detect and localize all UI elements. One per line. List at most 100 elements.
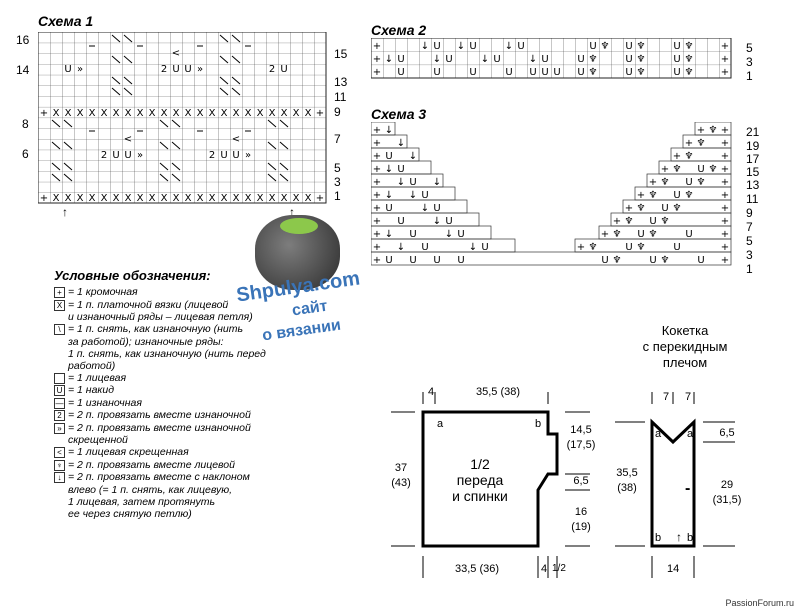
dash-icon: — <box>54 397 65 409</box>
svg-text:U: U <box>397 216 404 227</box>
svg-text:U: U <box>469 67 476 78</box>
svg-text:+: + <box>721 190 729 201</box>
s3-row-17: 17 <box>746 152 760 166</box>
svg-text:U: U <box>409 255 416 266</box>
svg-text:+: + <box>625 203 633 214</box>
svg-text:↓: ↓ <box>397 242 405 253</box>
u-icon: U <box>54 385 65 396</box>
start-arrow-left: ↑ <box>62 205 68 219</box>
yoke-dim-r2-a: 29 <box>720 479 734 491</box>
svg-text:X: X <box>113 193 120 204</box>
front-mark-a: a <box>437 418 444 430</box>
svg-text:U: U <box>481 242 488 253</box>
svg-text:U: U <box>685 229 692 240</box>
svg-text:X: X <box>281 193 288 204</box>
svg-text:X: X <box>149 193 156 204</box>
front-mark-b: b <box>535 418 542 430</box>
svg-text:<: < <box>172 48 180 59</box>
svg-text:+: + <box>721 203 729 214</box>
yoke-dim-left-b: (38) <box>617 482 637 494</box>
legend-item-edge: + = 1 кромочная <box>54 286 294 299</box>
svg-text:↓: ↓ <box>421 41 429 52</box>
svg-text:U: U <box>673 67 680 78</box>
svg-text:♆: ♆ <box>661 177 670 188</box>
front-dim-r3-a: 16 <box>574 506 588 518</box>
s1-row-8: 8 <box>22 117 29 131</box>
svg-text:U: U <box>673 242 680 253</box>
svg-text:♆: ♆ <box>637 54 646 65</box>
svg-text:+: + <box>373 164 381 175</box>
svg-text:+: + <box>721 151 729 162</box>
front-piece-label: 1/2 переда и спинки <box>452 456 508 504</box>
svg-text:♆: ♆ <box>673 164 682 175</box>
svg-text:+: + <box>721 125 729 136</box>
legend-item-p2tog: 2 = 2 п. провязать вместе изнаночной <box>54 409 294 422</box>
svg-text:+: + <box>661 164 669 175</box>
svg-text:U: U <box>661 203 668 214</box>
svg-text:U: U <box>172 64 179 75</box>
svg-text:+: + <box>637 190 645 201</box>
s2-row-5: 5 <box>746 41 753 55</box>
svg-text:X: X <box>137 108 144 119</box>
svg-text:U: U <box>124 150 131 161</box>
s1-row-7: 7 <box>334 132 341 146</box>
svg-text:»: » <box>137 150 143 161</box>
svg-text:U: U <box>220 150 227 161</box>
svg-text:X: X <box>269 193 276 204</box>
svg-text:↓: ↓ <box>385 229 393 240</box>
svg-text:+: + <box>373 41 381 52</box>
front-dim-r3-b: (19) <box>571 521 591 533</box>
svg-text:+: + <box>373 54 381 65</box>
svg-text:+: + <box>685 138 693 149</box>
svg-text:↓: ↓ <box>505 41 513 52</box>
legend-item-slip: \ = 1 п. снять, как изнаночную (нить <box>54 323 294 336</box>
svg-text:U: U <box>673 54 680 65</box>
svg-text:U: U <box>445 54 452 65</box>
svg-text:X: X <box>293 108 300 119</box>
s1-row-14: 14 <box>16 63 30 77</box>
svg-text:+: + <box>373 216 381 227</box>
svg-text:2: 2 <box>101 150 107 161</box>
svg-text:U: U <box>409 177 416 188</box>
s3-row-19: 19 <box>746 139 760 153</box>
svg-text:X: X <box>53 193 60 204</box>
svg-text:U: U <box>637 229 644 240</box>
svg-text:♆: ♆ <box>637 67 646 78</box>
scheme-3-chart: +↓ +↓ +U↓ +↓U +↓U↓ +↓↓U +U↓U +U↓U +↓U↓U … <box>371 122 732 266</box>
front-dim-r2: 6,5 <box>573 475 589 487</box>
p2tog-icon: 2 <box>54 410 65 421</box>
svg-text:X: X <box>185 193 192 204</box>
svg-text:U: U <box>385 151 392 162</box>
svg-text:↓: ↓ <box>433 216 441 227</box>
empty-square-icon <box>54 372 65 384</box>
svg-text:X: X <box>257 193 264 204</box>
svg-text:X: X <box>113 108 120 119</box>
svg-text:U: U <box>625 242 632 253</box>
svg-text:↓: ↓ <box>409 190 417 201</box>
svg-text:♆: ♆ <box>637 41 646 52</box>
svg-text:↓: ↓ <box>445 229 453 240</box>
svg-text:X: X <box>125 108 132 119</box>
svg-text:♆: ♆ <box>685 54 694 65</box>
front-back-pattern-drawing <box>391 392 590 578</box>
svg-text:♆: ♆ <box>709 164 718 175</box>
svg-text:+: + <box>721 41 729 52</box>
svg-text:U: U <box>541 54 548 65</box>
yoke-dim-top-2: 7 <box>685 391 692 403</box>
svg-text:»: » <box>245 150 251 161</box>
svg-text:♆: ♆ <box>685 67 694 78</box>
yarn-ball-highlight <box>280 218 318 234</box>
s3-row-3: 3 <box>746 248 753 262</box>
svg-text:♆: ♆ <box>589 54 598 65</box>
svg-text:U: U <box>505 67 512 78</box>
s3-row-13: 13 <box>746 178 760 192</box>
svg-text:+: + <box>721 177 729 188</box>
svg-text:♆: ♆ <box>637 203 646 214</box>
svg-text:U: U <box>577 54 584 65</box>
svg-text:+: + <box>721 216 729 227</box>
s1-row-3: 3 <box>334 175 341 189</box>
svg-text:U: U <box>577 67 584 78</box>
svg-text:U: U <box>649 255 656 266</box>
svg-text:↓: ↓ <box>421 203 429 214</box>
front-dim-r1-b: (17,5) <box>566 439 596 451</box>
